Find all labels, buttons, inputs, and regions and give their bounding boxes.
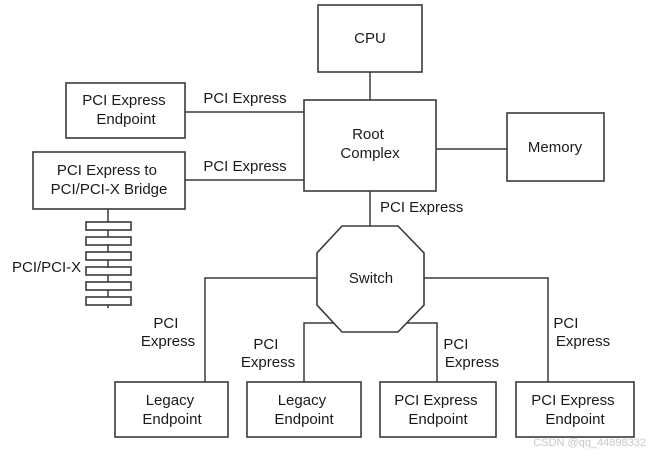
pci-bus-label: PCI/PCI-X [12,259,81,276]
link-label-switch-endpoint-3: PCI Express [443,336,499,371]
link-label-switch-endpoint-4-line-1: PCI [553,315,578,332]
link-label-bridge-root: PCI Express [203,158,286,175]
pcie-endpoint-3-label-line-2: Endpoint [408,411,468,428]
legacy-endpoint-1-box [114,381,229,438]
node-pcie-endpoint-top: PCI Express Endpoint [65,82,186,139]
node-pcie-endpoint-4: PCI Express Endpoint [515,381,635,438]
root-complex-label-line-2: Complex [340,145,400,162]
pcie-endpoint-4-label-line-2: Endpoint [545,411,605,428]
legacy-endpoint-2-box [246,381,362,438]
bus-segment [85,236,132,246]
link-label-switch-legacy-1: PCI Express [141,315,195,350]
pcie-endpoint-4-label: PCI Express Endpoint [531,392,619,428]
link-label-switch-endpoint-3-line-1: PCI [443,336,468,353]
bus-segment [85,296,132,306]
link-label-switch-endpoint-3-line-2: Express [445,354,499,371]
switch-legacy-1-link [204,277,317,382]
pcie-endpoint-4-label-line-1: PCI Express [531,392,614,409]
bus-segment [85,266,132,276]
bridge-label: PCI Express to PCI/PCI-X Bridge [51,162,168,198]
bus-segment [85,281,132,291]
connections [107,72,549,382]
node-switch: Switch [316,225,425,333]
bridge-box [32,151,186,210]
root-complex-box [303,99,437,192]
bridge-label-line-1: PCI Express to [57,162,157,179]
memory-box [506,112,605,182]
node-cpu: CPU [317,4,423,73]
legacy-endpoint-1-label-line-1: Legacy [146,392,195,409]
link-label-switch-legacy-1-line-1: PCI [153,315,178,332]
watermark: CSDN @qq_44898332 [533,437,646,449]
bus-segment [85,221,132,231]
pci-bus-ladder [85,221,132,306]
legacy-endpoint-2-label-line-1: Legacy [278,392,327,409]
switch-endpoint-3-link [398,322,438,382]
pcie-endpoint-4-box [515,381,635,438]
bridge-label-line-2: PCI/PCI-X Bridge [51,181,168,198]
node-bridge: PCI Express to PCI/PCI-X Bridge [32,151,186,210]
root-complex-label: Root Complex [340,126,400,162]
pcie-endpoint-3-label: PCI Express Endpoint [394,392,482,428]
pcie-endpoint-top-label: PCI Express Endpoint [82,92,170,128]
pcie-endpoint-3-box [379,381,497,438]
link-label-switch-legacy-2-line-2: Express [241,354,295,371]
pcie-endpoint-top-label-line-1: PCI Express [82,92,165,109]
link-label-switch-legacy-2-line-1: PCI [253,336,278,353]
node-memory: Memory [506,112,605,182]
legacy-endpoint-2-label: Legacy Endpoint [274,392,334,428]
node-legacy-endpoint-1: Legacy Endpoint [114,381,229,438]
node-root-complex: Root Complex [303,99,437,192]
memory-label: Memory [528,139,583,156]
link-label-root-switch: PCI Express [380,199,463,216]
switch-endpoint-4-link [424,277,549,382]
pcie-endpoint-top-label-line-2: Endpoint [96,111,156,128]
cpu-label: CPU [354,30,386,47]
legacy-endpoint-1-label-line-2: Endpoint [142,411,202,428]
switch-octagon [316,225,425,333]
link-label-switch-legacy-1-line-2: Express [141,333,195,350]
link-label-switch-endpoint-4-line-2: Express [556,333,610,350]
switch-legacy-2-link [303,322,342,382]
link-label-switch-legacy-2: PCI Express [241,336,295,371]
node-pcie-endpoint-3: PCI Express Endpoint [379,381,497,438]
link-label-endpoint-root: PCI Express [203,90,286,107]
node-legacy-endpoint-2: Legacy Endpoint [246,381,362,438]
pcie-endpoint-3-label-line-1: PCI Express [394,392,477,409]
cpu-box [317,4,423,73]
pcie-endpoint-top-box [65,82,186,139]
link-label-switch-endpoint-4: PCI Express [553,315,610,350]
bus-segment [85,251,132,261]
root-complex-label-line-1: Root [352,126,385,143]
switch-label: Switch [349,270,393,287]
legacy-endpoint-1-label: Legacy Endpoint [142,392,202,428]
legacy-endpoint-2-label-line-2: Endpoint [274,411,334,428]
